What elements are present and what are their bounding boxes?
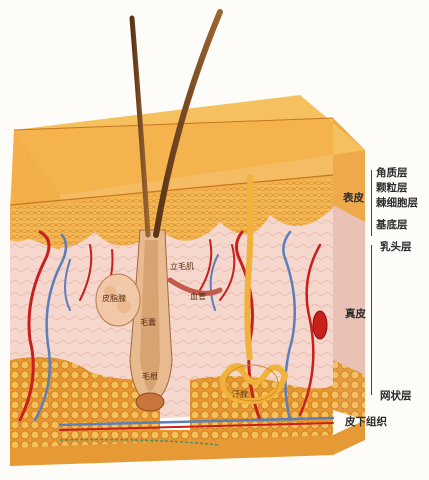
label-sebaceous-gland: 皮脂腺 (102, 294, 126, 303)
dermis-brace (371, 245, 372, 395)
label-epidermis: 表皮 (343, 192, 364, 204)
label-dermis: 真皮 (345, 308, 366, 320)
label-papillary-layer: 乳头层 (380, 241, 412, 253)
label-reticular-layer: 网状层 (380, 390, 412, 402)
label-hair-follicle: 毛囊 (140, 318, 156, 327)
block-side-face (333, 118, 365, 420)
epidermis-brace (371, 170, 372, 236)
label-arrector-pili: 立毛肌 (170, 262, 194, 271)
label-sweat-gland: 汗腺 (232, 390, 248, 399)
label-hair-root: 毛根 (142, 372, 158, 381)
label-subcutaneous-tissue: 皮下组织 (345, 416, 387, 428)
label-stratum-corneum: 角质层 (376, 167, 408, 179)
label-stratum-basale: 基底层 (376, 219, 408, 231)
label-stratum-granulosum: 颗粒层 (376, 182, 408, 194)
label-blood-vessel: 血管 (190, 292, 206, 301)
label-stratum-spinosum: 棘细胞层 (376, 197, 418, 209)
